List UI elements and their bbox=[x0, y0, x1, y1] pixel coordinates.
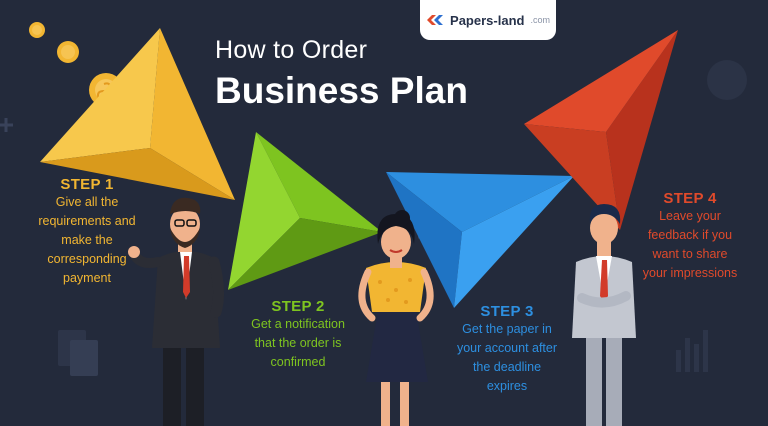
step-4-block: STEP 4 Leave your feedback if you want t… bbox=[630, 190, 750, 283]
step-4-text-line: Leave your bbox=[659, 209, 721, 223]
title-line2: Business Plan bbox=[215, 70, 468, 111]
step-1-text-line: corresponding bbox=[47, 252, 127, 266]
title-line1: How to Order bbox=[215, 36, 368, 64]
arrow-step3-icon bbox=[386, 172, 574, 308]
step-1-text-line: requirements and bbox=[38, 214, 136, 228]
step-3-text-line: expires bbox=[486, 379, 528, 393]
step-1-block: STEP 1 Give all the requirements and mak… bbox=[22, 176, 152, 288]
logo-tld: .com bbox=[530, 15, 550, 25]
man-in-suit-character bbox=[572, 204, 636, 426]
step-1-text-line: make the bbox=[61, 233, 113, 247]
logo-mark-icon bbox=[427, 15, 444, 25]
step-2-text-line: confirmed bbox=[270, 355, 326, 369]
woman-character bbox=[358, 210, 434, 426]
chart-decoration bbox=[676, 330, 708, 372]
step-2-block: STEP 2 Get a notification that the order… bbox=[233, 298, 363, 372]
step-2-heading: STEP 2 bbox=[271, 298, 325, 315]
document-decoration bbox=[58, 330, 98, 376]
arrow-step1-icon bbox=[40, 28, 235, 200]
step-1-text-line: Give all the bbox=[55, 195, 119, 209]
arrow-step4-icon bbox=[524, 30, 678, 230]
arrow-step2-icon bbox=[228, 132, 382, 290]
logo-wordmark: Papers-land bbox=[450, 12, 525, 28]
step-3-text-line: Get the paper in bbox=[462, 322, 552, 336]
step-3-heading: STEP 3 bbox=[480, 303, 534, 320]
step-2-text-line: Get a notification bbox=[251, 317, 345, 331]
step-3-text-line: your account after bbox=[456, 341, 558, 355]
step-2-text-line: that the order is bbox=[254, 336, 342, 350]
step-4-heading: STEP 4 bbox=[663, 190, 717, 207]
bg-circle-decoration bbox=[707, 60, 747, 100]
step-3-block: STEP 3 Get the paper in your account aft… bbox=[437, 303, 577, 396]
step-4-text-line: your impressions bbox=[642, 266, 738, 280]
step-1-heading: STEP 1 bbox=[60, 176, 114, 193]
man-with-beard-character bbox=[128, 197, 225, 426]
step-4-text-line: feedback if you bbox=[647, 228, 733, 242]
step-1-text-line: payment bbox=[63, 271, 111, 285]
papers-land-logo[interactable]: Papers-land .com bbox=[420, 0, 556, 40]
step-3-text-line: the deadline bbox=[472, 360, 542, 374]
step-4-text-line: want to share bbox=[652, 247, 728, 261]
